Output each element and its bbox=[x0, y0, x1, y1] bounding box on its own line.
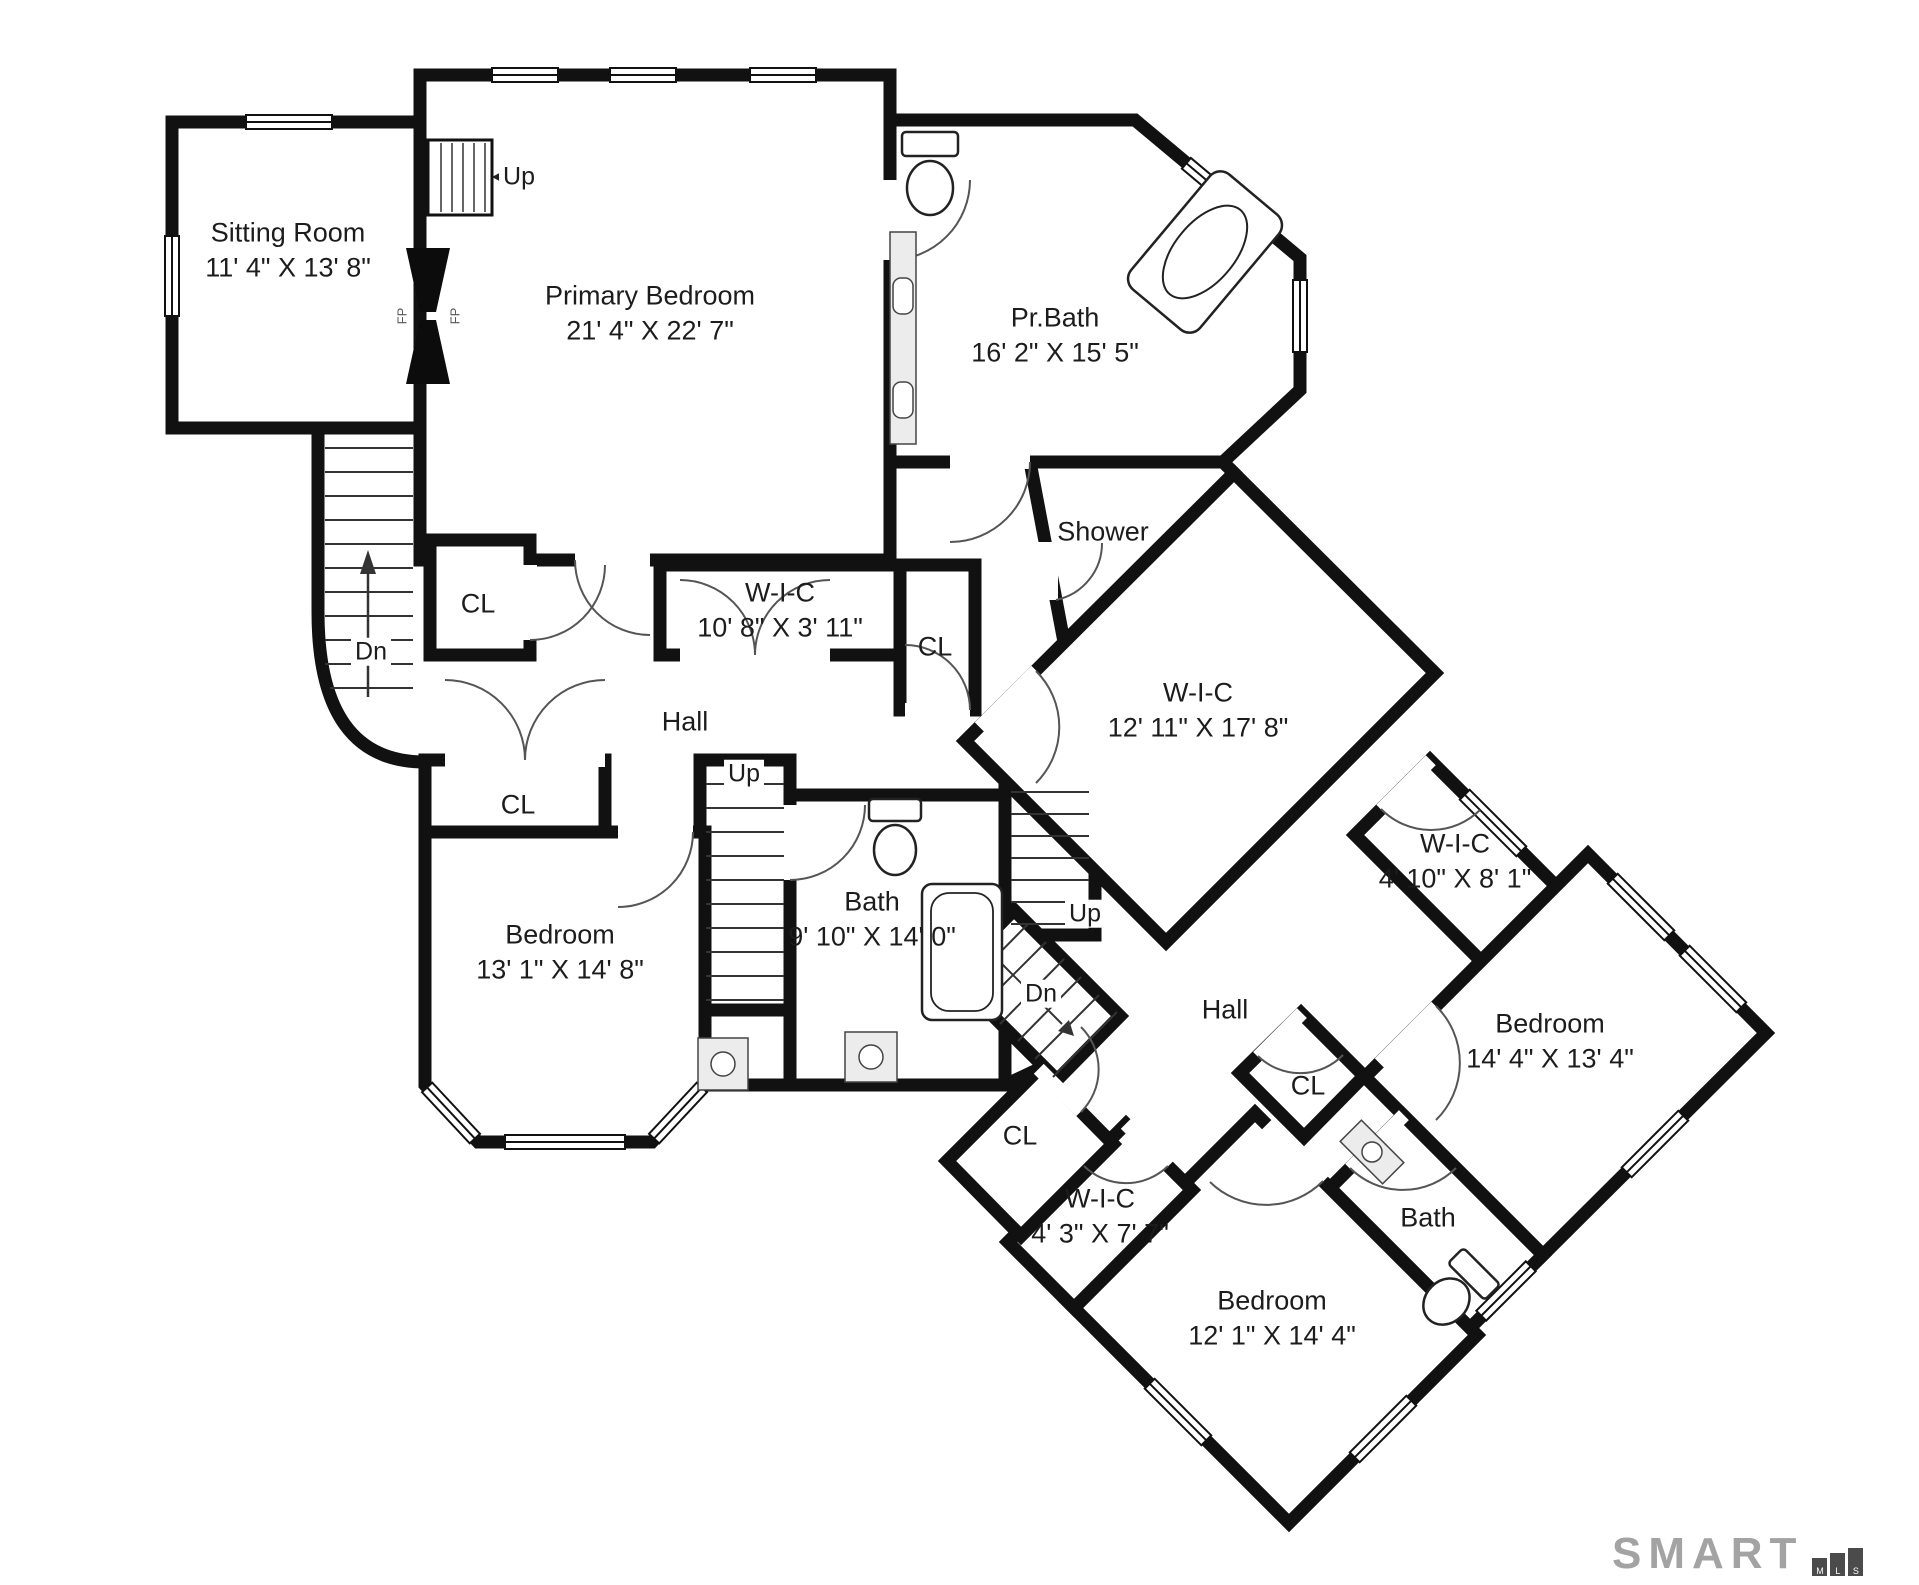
fireplace-label: FP bbox=[447, 307, 463, 325]
closet-stairs-walls bbox=[423, 533, 537, 662]
bedroom-131-walls bbox=[418, 825, 712, 1149]
sink-icon bbox=[844, 1031, 898, 1083]
toilet-icon bbox=[1422, 1248, 1500, 1326]
door-swing-icon bbox=[949, 461, 1031, 543]
door-swing-icon bbox=[529, 564, 606, 641]
primary-bath-walls bbox=[883, 113, 1307, 469]
room-label-wic-43: W-I-C 4' 3" X 7' 7" bbox=[1031, 1183, 1169, 1248]
fireplace-label: FP bbox=[394, 307, 410, 325]
stairs-up-label: Up bbox=[724, 756, 764, 791]
window-icon bbox=[420, 1081, 482, 1145]
door-swing-icon bbox=[444, 679, 526, 761]
door-swing-icon bbox=[1380, 808, 1481, 832]
window-icon bbox=[1606, 872, 1676, 942]
room-label-wic-1211: W-I-C 12' 11" X 17' 8" bbox=[1107, 677, 1289, 742]
room-label-shower: Shower bbox=[1057, 516, 1149, 547]
door-swing-icon bbox=[1035, 670, 1061, 784]
door-swing-icon bbox=[754, 579, 831, 656]
smart-mls-logo: SMART M L S bbox=[1612, 1529, 1864, 1578]
stairs-group bbox=[325, 138, 1118, 1078]
fireplace-icon bbox=[406, 248, 450, 384]
stairwell-curved-wall bbox=[311, 428, 432, 835]
room-label-wic-410: W-I-C 4' 10" X 8' 1" bbox=[1378, 828, 1532, 893]
window-icon bbox=[1620, 1109, 1690, 1179]
window-icon bbox=[749, 67, 817, 83]
stairs-down-label: Dn bbox=[1021, 976, 1061, 1011]
door-swing-icon bbox=[1209, 1180, 1324, 1206]
closet-label: CL bbox=[917, 631, 953, 662]
door-swing-icon bbox=[1083, 1165, 1169, 1185]
closet-label: CL bbox=[1290, 1070, 1326, 1101]
primary-bedroom-walls bbox=[413, 68, 897, 567]
door-swing-icon bbox=[1257, 1054, 1344, 1075]
room-label-sitting-room: Sitting Room 11' 4" X 13' 8" bbox=[205, 217, 371, 282]
closet-label: CL bbox=[500, 789, 536, 820]
room-label-bath-910: Bath 9' 10" X 14' 0" bbox=[788, 886, 956, 951]
logo-wordmark: SMART bbox=[1612, 1529, 1804, 1578]
door-swing-icon bbox=[904, 644, 971, 711]
stairs-up-label: Up bbox=[499, 159, 539, 194]
window-icon bbox=[609, 67, 677, 83]
door-swing-icon bbox=[574, 559, 651, 636]
window-icon bbox=[164, 235, 180, 317]
wic-1211-walls bbox=[955, 463, 1445, 952]
walls-group bbox=[165, 68, 1776, 1533]
stairs-down-label: Dn bbox=[351, 634, 391, 669]
closet-label: CL bbox=[460, 588, 496, 619]
room-label-bedroom-121: Bedroom 12' 1" X 14' 4" bbox=[1188, 1285, 1356, 1350]
center-stairs-walls bbox=[693, 753, 797, 1017]
room-label-hall-upper: Hall bbox=[661, 706, 709, 737]
bathtub-icon bbox=[920, 882, 1004, 1022]
room-label-bath-wing: Bath bbox=[1400, 1202, 1456, 1233]
toilet-icon bbox=[867, 797, 923, 877]
window-icon bbox=[1292, 279, 1308, 353]
window-icon bbox=[491, 67, 559, 83]
door-swing-icon bbox=[679, 579, 756, 656]
door-swing-icon bbox=[617, 831, 694, 908]
room-label-bedroom-144: Bedroom 14' 4" X 13' 4" bbox=[1466, 1008, 1634, 1073]
stairs-icon bbox=[426, 138, 505, 217]
fixtures-group bbox=[406, 130, 1500, 1326]
stairs-up-label: Up bbox=[1065, 896, 1105, 931]
sink-icon bbox=[697, 1037, 749, 1091]
stairs-icon bbox=[1011, 791, 1089, 925]
wing-junction-wall bbox=[1002, 1063, 1042, 1091]
window-icon bbox=[1143, 1377, 1213, 1447]
toilet-icon bbox=[900, 130, 960, 217]
door-swing-icon bbox=[789, 804, 866, 881]
room-label-primary-bath: Pr.Bath 16' 2" X 15' 5" bbox=[971, 302, 1139, 367]
window-icon bbox=[1678, 944, 1748, 1014]
room-label-primary-bedroom: Primary Bedroom 21' 4" X 22' 7" bbox=[544, 280, 756, 345]
room-label-bedroom-131: Bedroom 13' 1" X 14' 8" bbox=[476, 919, 644, 984]
bathtub-icon bbox=[1126, 170, 1284, 334]
window-icon bbox=[1474, 1259, 1538, 1323]
mls-blocks-icon: M L S bbox=[1809, 1548, 1864, 1576]
window-icon bbox=[245, 114, 333, 130]
door-swing-icon bbox=[1080, 1026, 1100, 1113]
window-icon bbox=[1348, 1394, 1418, 1464]
vanity-sink-icon bbox=[889, 231, 917, 445]
window-icon bbox=[504, 1134, 626, 1150]
door-swing-icon bbox=[1435, 1005, 1461, 1121]
door-swing-icon bbox=[524, 679, 606, 761]
door-swing-icon bbox=[1349, 1167, 1457, 1191]
window-icon bbox=[1458, 788, 1528, 858]
closet-label: CL bbox=[1002, 1120, 1038, 1151]
room-label-wic-108: W-I-C 10' 8" X 3' 11" bbox=[697, 577, 863, 642]
door-swing-icon bbox=[1055, 542, 1104, 601]
sink-icon bbox=[1339, 1119, 1405, 1185]
room-label-hall-wing: Hall bbox=[1201, 994, 1249, 1025]
